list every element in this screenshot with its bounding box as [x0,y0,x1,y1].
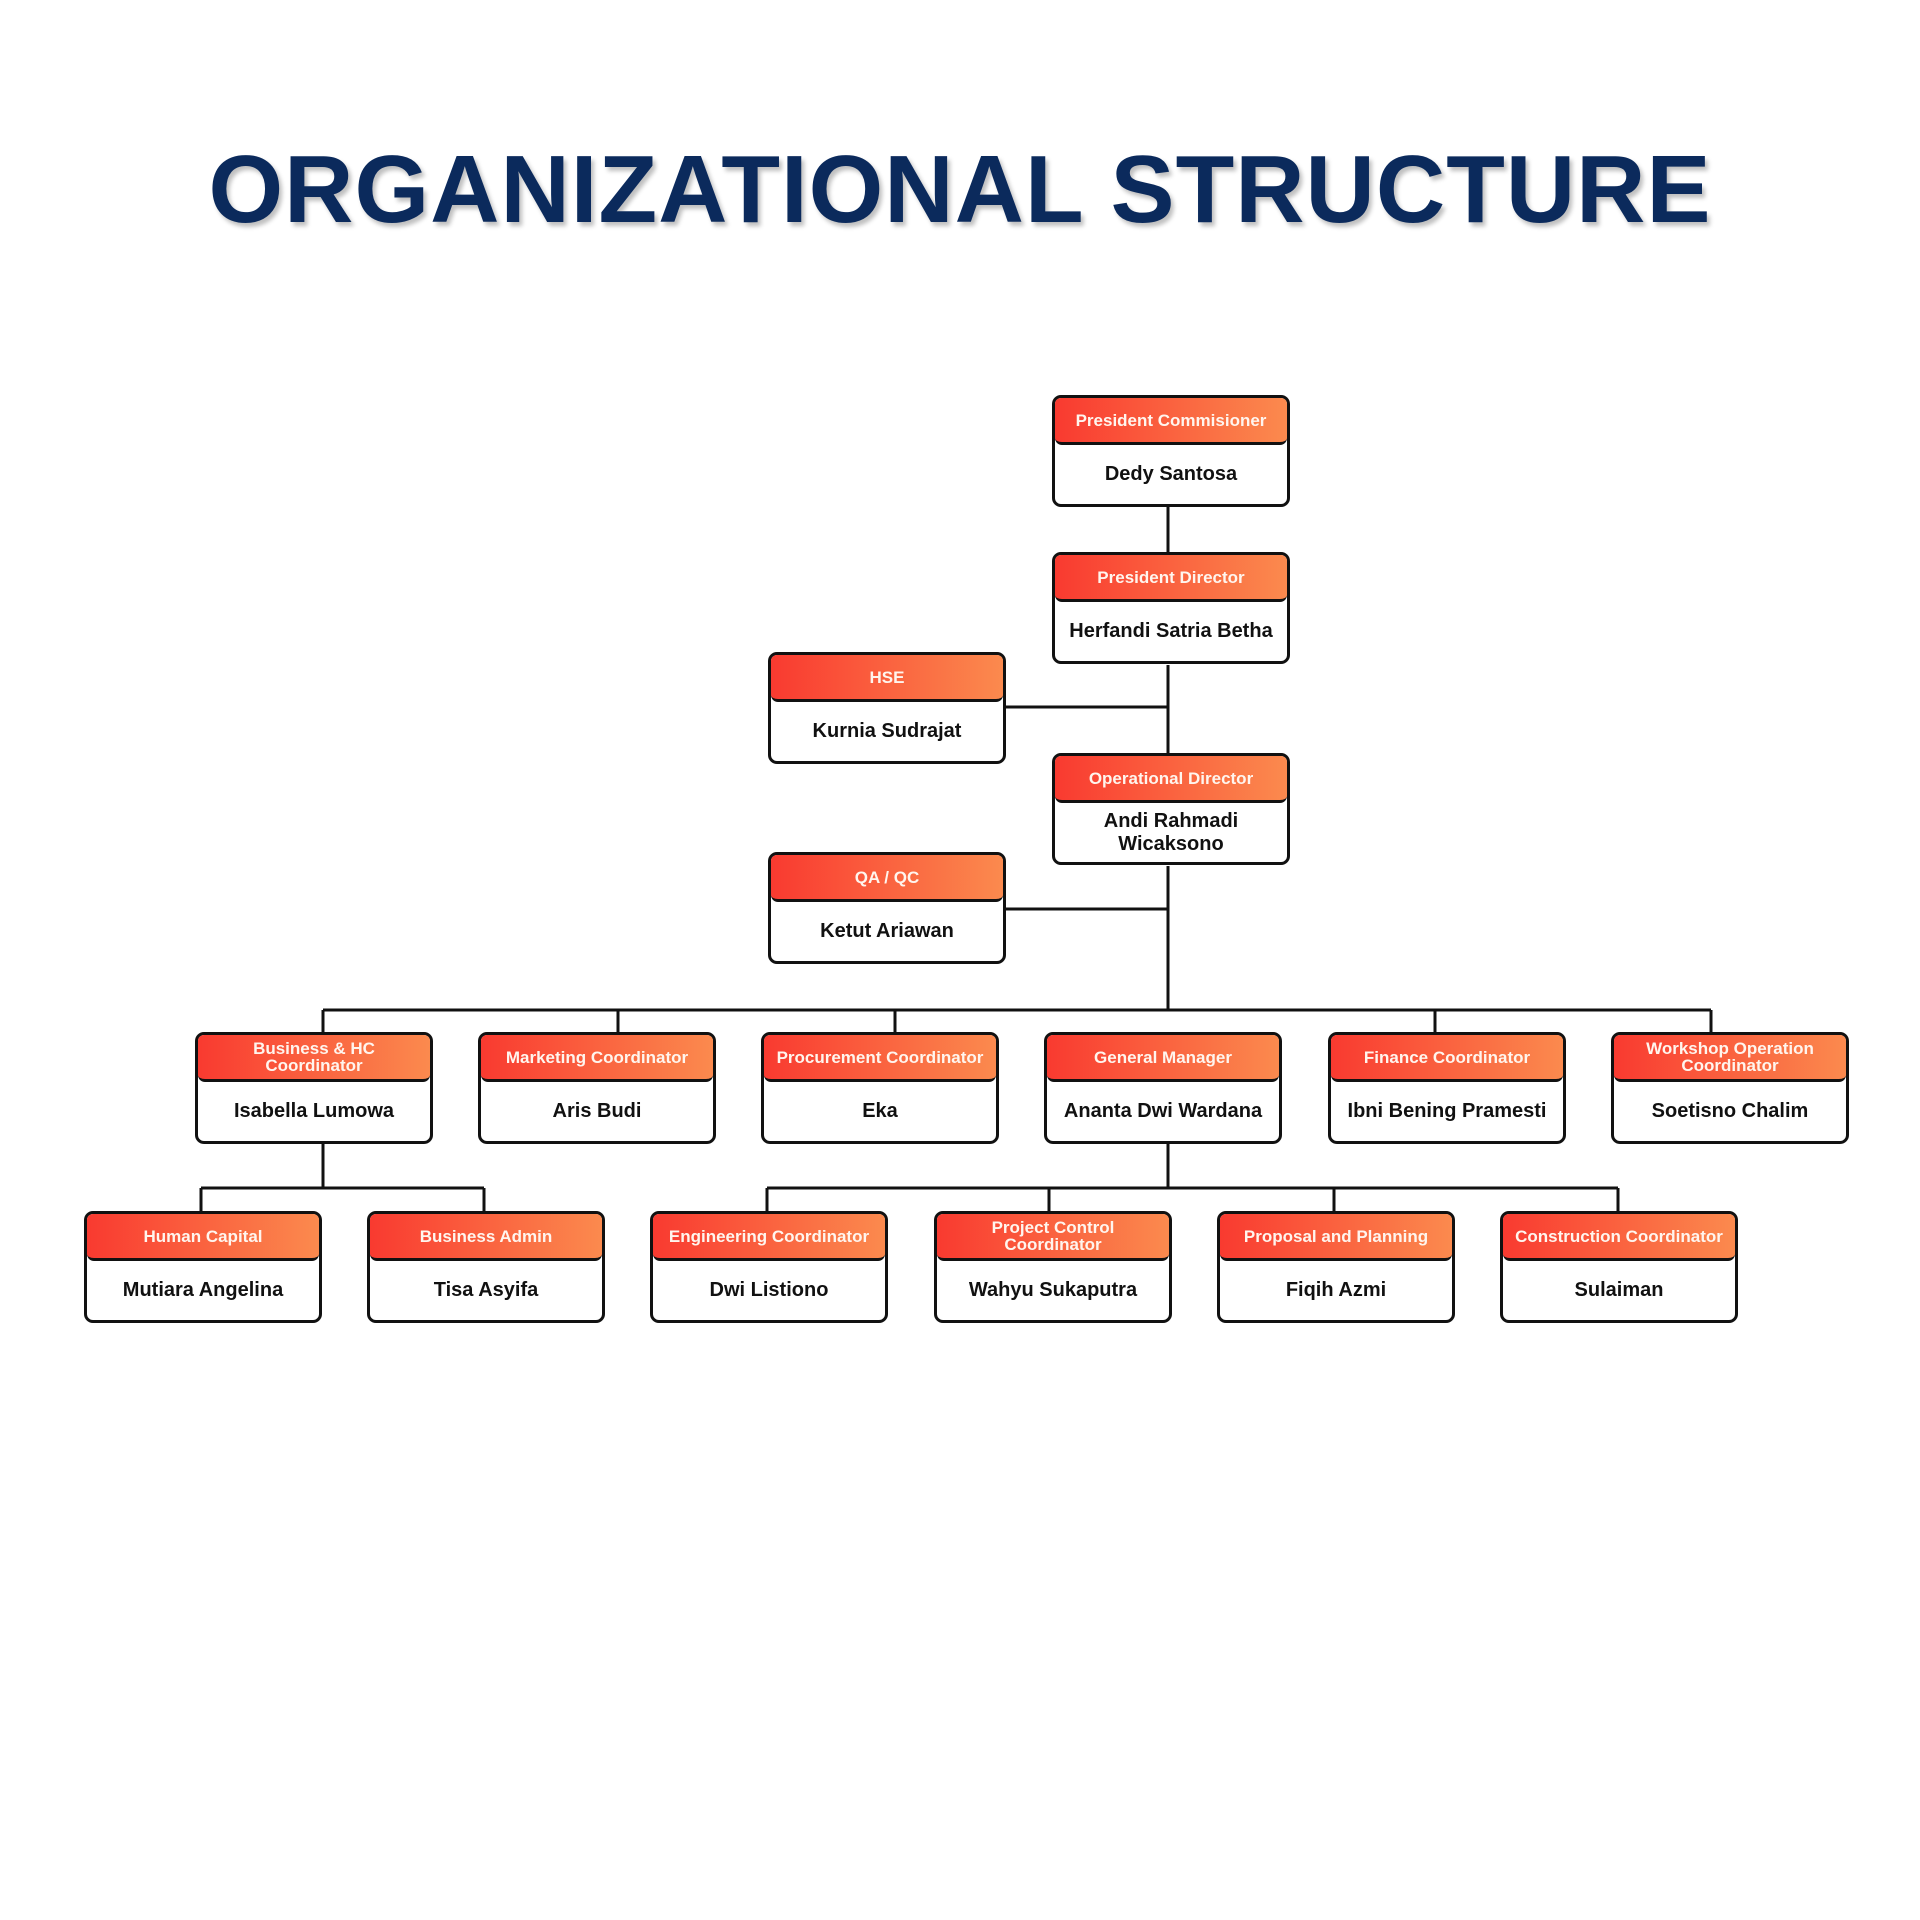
person-name: Ketut Ariawan [820,920,954,942]
role-title: President Commisioner [1055,398,1287,445]
person-name: Ananta Dwi Wardana [1063,1100,1263,1122]
person-name: Fiqih Azmi [1285,1279,1387,1301]
role-title: Procurement Coordinator [764,1035,996,1082]
person-name: Herfandi Satria Betha [1069,620,1273,642]
role-title: Marketing Coordinator [481,1035,713,1082]
org-node-qa: QA / QC Ketut Ariawan [768,852,1006,964]
person-name: Aris Budi [552,1100,642,1122]
role-title: Workshop Operation Coordinator [1614,1035,1846,1082]
role-title: Project Control Coordinator [937,1214,1169,1261]
org-node-hse: HSE Kurnia Sudrajat [768,652,1006,764]
person-name: Sulaiman [1574,1279,1664,1301]
role-title: Engineering Coordinator [653,1214,885,1261]
person-name: Eka [862,1100,898,1122]
person-name: Isabella Lumowa [233,1100,395,1122]
person-name: Dedy Santosa [1104,463,1238,485]
role-title: Business Admin [370,1214,602,1261]
person-name: Kurnia Sudrajat [812,720,962,742]
role-title: Business & HC Coordinator [198,1035,430,1082]
person-name: Wahyu Sukaputra [968,1279,1138,1301]
role-title: Proposal and Planning [1220,1214,1452,1261]
person-name: Soetisno Chalim [1651,1100,1809,1122]
person-name: Mutiara Angelina [122,1279,284,1301]
role-title: Construction Coordinator [1503,1214,1735,1261]
role-title: Human Capital [87,1214,319,1261]
role-title: Finance Coordinator [1331,1035,1563,1082]
role-title: General Manager [1047,1035,1279,1082]
person-name: Dwi Listiono [709,1279,829,1301]
person-name: Ibni Bening Pramesti [1347,1100,1547,1122]
role-title: Operational Director [1055,756,1287,803]
page-title: ORGANIZATIONAL STRUCTURE [208,136,1712,243]
role-title: President Director [1055,555,1287,602]
person-name: Andi Rahmadi Wicaksono [1103,809,1239,855]
role-title: HSE [771,655,1003,702]
role-title: QA / QC [771,855,1003,902]
person-name: Tisa Asyifa [433,1279,539,1301]
